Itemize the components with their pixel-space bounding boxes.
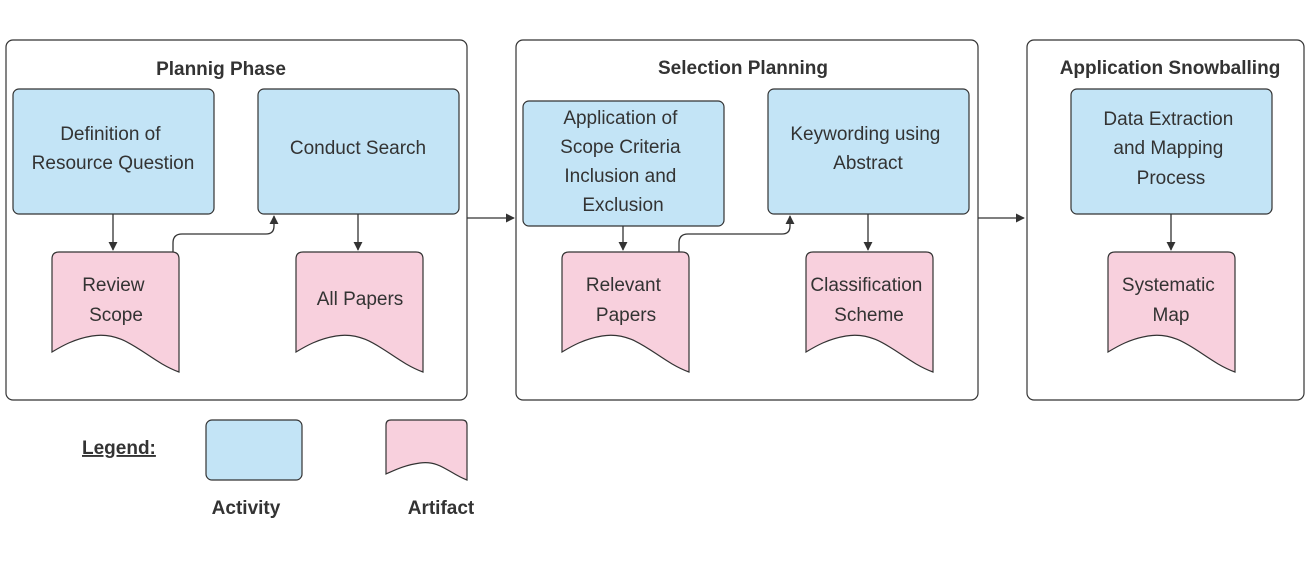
label-line: Scope Criteria (560, 137, 681, 158)
phase-title: Plannig Phase (156, 59, 286, 80)
artifact-systematic-map[interactable]: Systematic Map (1107, 251, 1236, 373)
activity-application-of-scope-criteria[interactable]: Application of Scope Criteria Inclusion … (522, 100, 725, 227)
label-line: and Mapping (1113, 138, 1223, 159)
legend-artifact-label: Artifact (408, 498, 475, 519)
legend-activity-swatch (205, 419, 303, 481)
label-line: Scope (89, 305, 143, 326)
label-line: Conduct Search (290, 138, 426, 159)
artifact-review-scope[interactable]: Review Scope (51, 251, 180, 373)
connector-arrow (678, 215, 795, 252)
label-line: Process (1137, 168, 1206, 189)
artifact-shape (1107, 251, 1236, 373)
artifact-label: All Papers (317, 289, 404, 310)
label-line: Definition of (60, 124, 161, 145)
artifact-shape (561, 251, 690, 373)
label-line: Papers (596, 305, 656, 326)
legend: Legend: Activity Artifact (82, 419, 475, 519)
label-line: Map (1153, 305, 1190, 326)
phase-selection-planning: Selection Planning Application of Scope … (515, 39, 979, 401)
label-line: Review (82, 275, 145, 296)
artifact-shape (805, 251, 934, 373)
label-line: Data Extraction (1103, 109, 1233, 130)
artifact-shape (295, 251, 424, 373)
activity-label: Conduct Search (290, 138, 426, 159)
label-line: Abstract (833, 153, 903, 174)
legend-title: Legend: (82, 438, 156, 459)
phase-planning: Plannig Phase Definition of Resource Que… (5, 39, 468, 401)
activity-label: Keywording using Abstract (790, 124, 945, 174)
legend-activity-label: Activity (212, 498, 281, 519)
label-line: Inclusion and (564, 166, 676, 187)
label-line: Application of (563, 108, 678, 129)
label-line: Systematic (1122, 275, 1215, 296)
phase-title: Application Snowballing (1060, 58, 1281, 79)
connector-arrow (172, 215, 279, 252)
activity-label: Application of Scope Criteria Inclusion … (560, 108, 686, 216)
label-line: Exclusion (582, 195, 663, 216)
artifact-all-papers[interactable]: All Papers (295, 251, 424, 373)
artifact-label: Classification Scheme (810, 275, 927, 326)
activity-label: Data Extraction and Mapping Process (1103, 109, 1238, 189)
artifact-shape (51, 251, 180, 373)
label-line: Relevant (586, 275, 662, 296)
label-line: Scheme (834, 305, 904, 326)
phase-title: Selection Planning (658, 58, 828, 79)
label-line: Keywording using (790, 124, 940, 145)
artifact-label: Review Scope (82, 275, 150, 326)
activity-box (767, 88, 970, 215)
label-line: Resource Question (32, 153, 195, 174)
artifact-label: Relevant Papers (586, 275, 666, 326)
label-line: All Papers (317, 289, 404, 310)
label-line: Classification (810, 275, 922, 296)
artifact-classification-scheme[interactable]: Classification Scheme (805, 251, 934, 373)
activity-conduct-search[interactable]: Conduct Search (257, 88, 460, 215)
artifact-label: Systematic Map (1122, 275, 1220, 326)
phase-application-snowballing: Application Snowballing Data Extraction … (1026, 39, 1305, 401)
activity-data-extraction-and-mapping-process[interactable]: Data Extraction and Mapping Process (1070, 88, 1273, 215)
activity-keywording-using-abstract[interactable]: Keywording using Abstract (767, 88, 970, 215)
legend-artifact-swatch (385, 419, 468, 481)
artifact-relevant-papers[interactable]: Relevant Papers (561, 251, 690, 373)
activity-box (12, 88, 215, 215)
activity-definition-of-resource-question[interactable]: Definition of Resource Question (12, 88, 215, 215)
activity-label: Definition of Resource Question (32, 124, 195, 174)
